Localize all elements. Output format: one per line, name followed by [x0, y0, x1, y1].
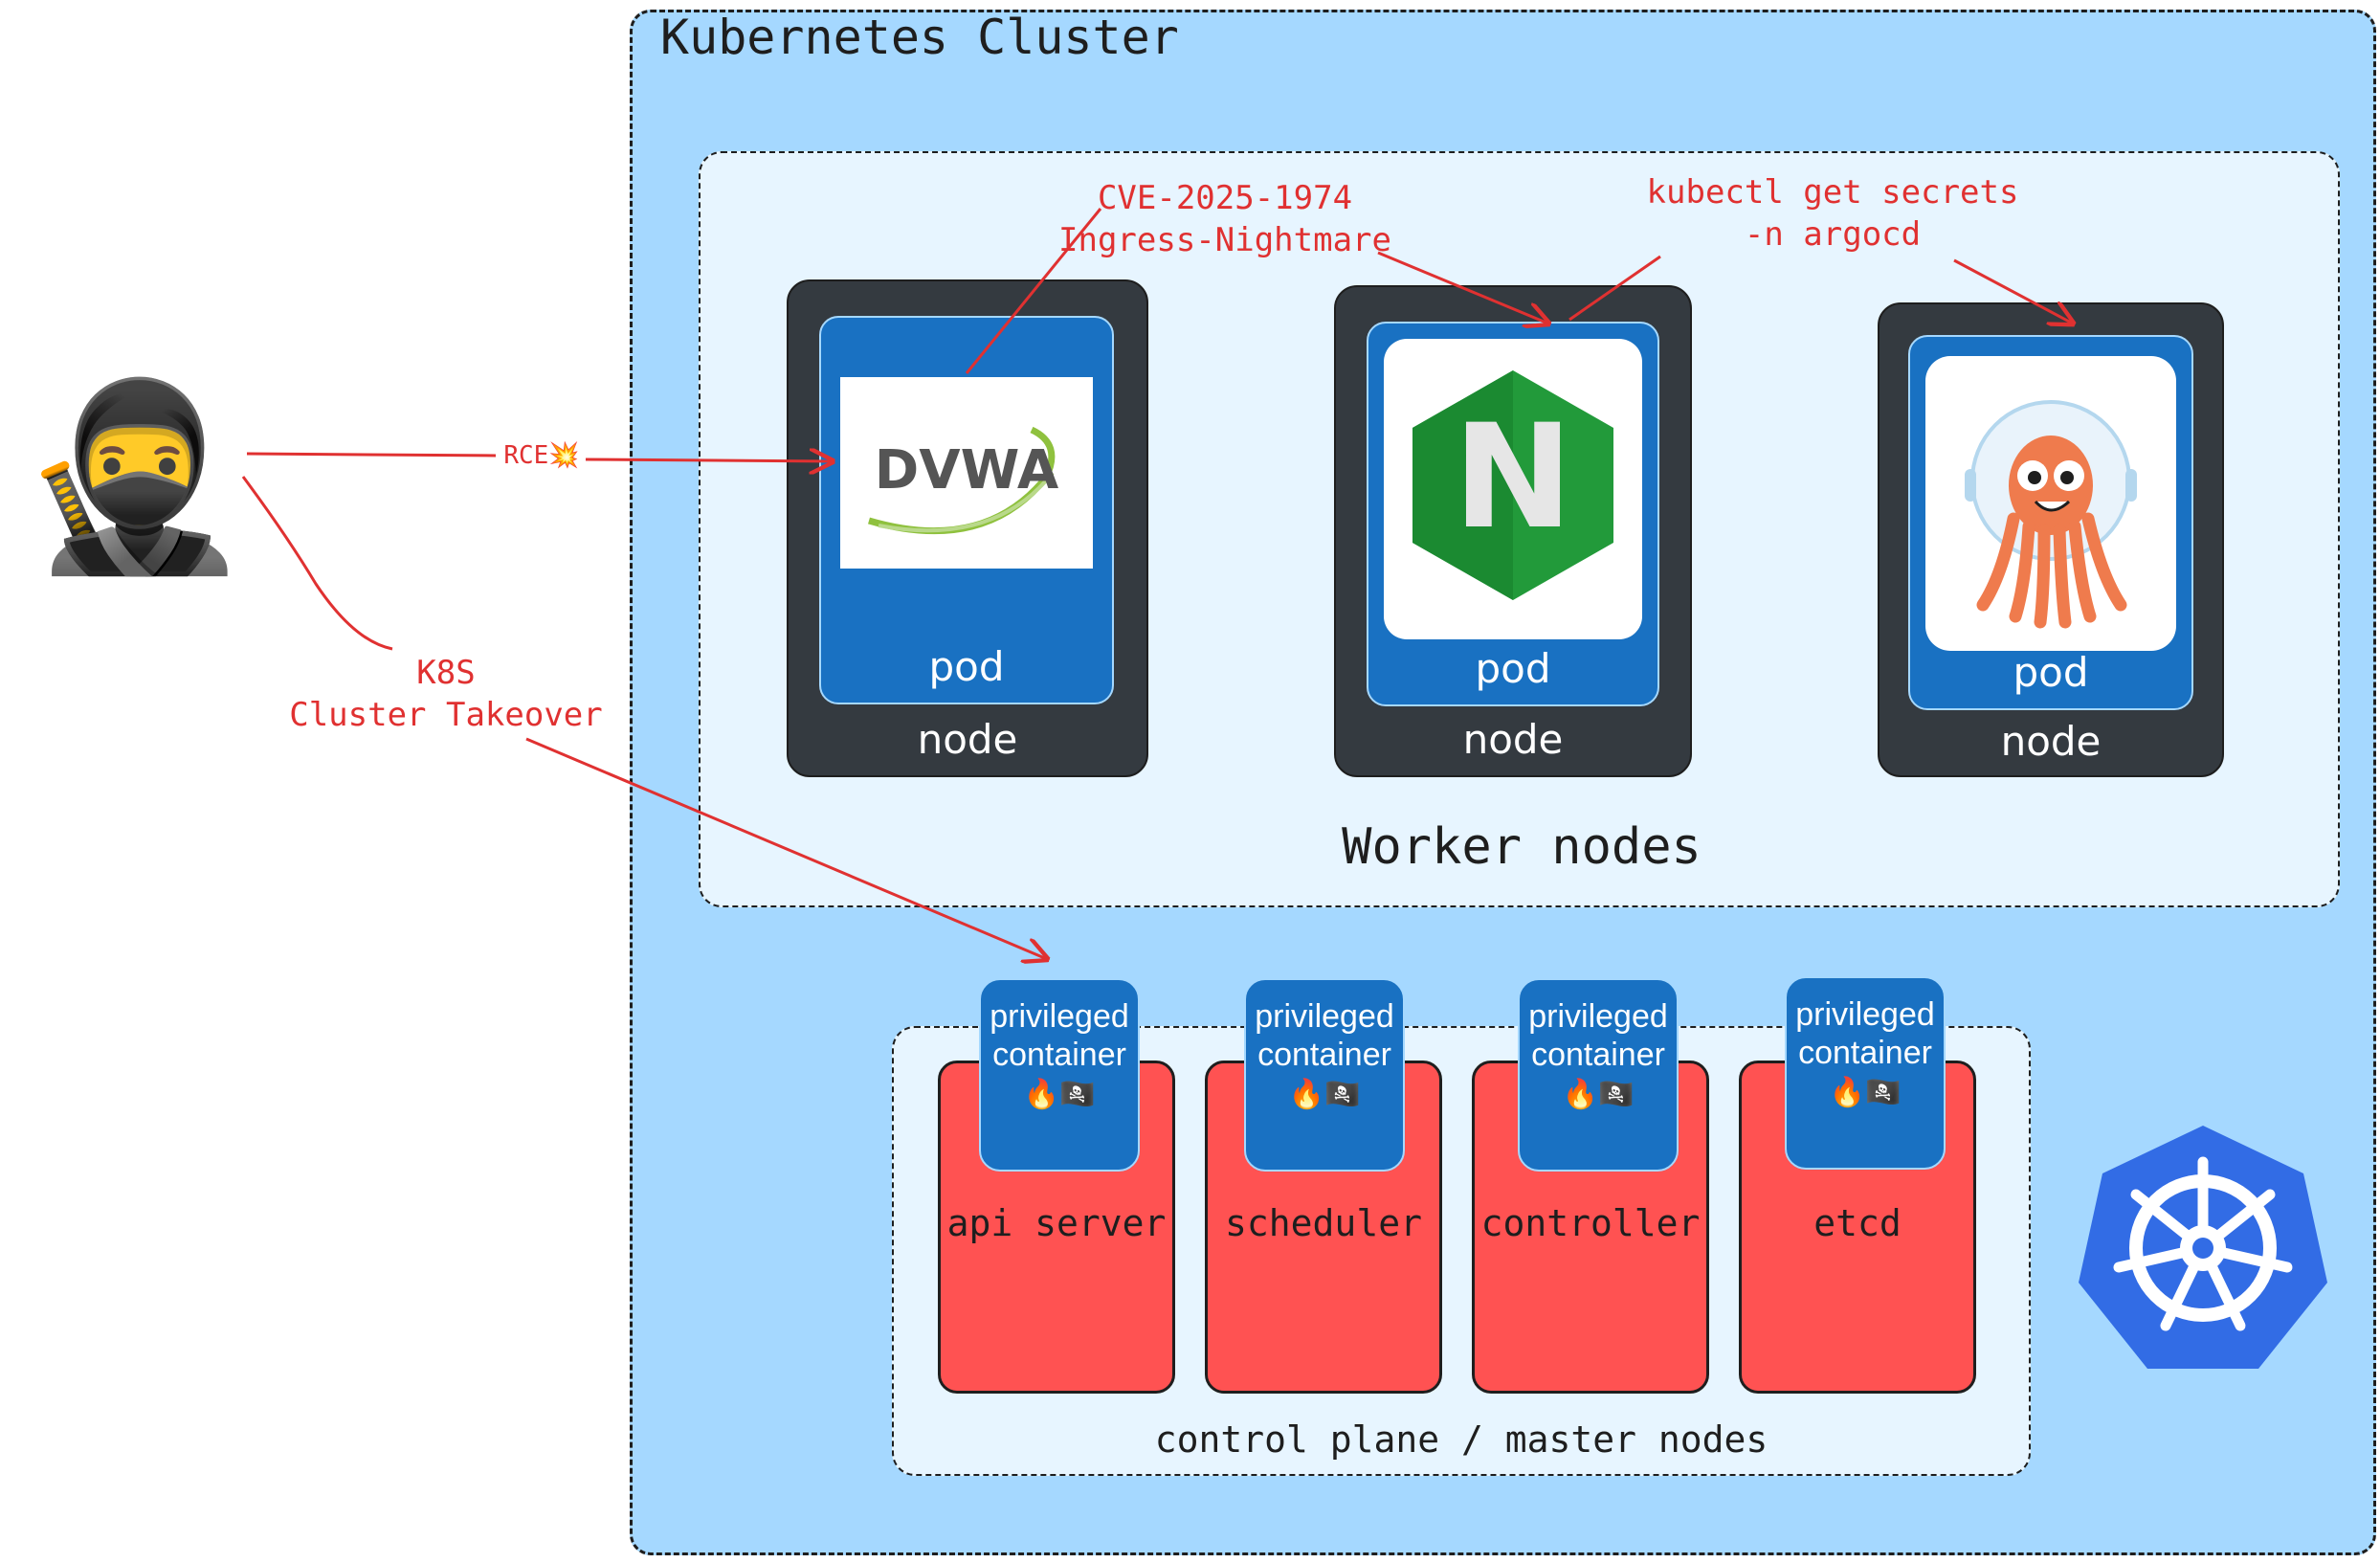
- container-text: container: [1531, 1037, 1665, 1073]
- container-text: container: [1798, 1035, 1932, 1071]
- dvwa-text: DVWA: [875, 439, 1059, 502]
- fire-pirate-icon: 🔥🏴‍☠️: [1023, 1079, 1096, 1110]
- privileged-container-4: privileged container 🔥🏴‍☠️: [1785, 976, 1946, 1170]
- kubectl-command-label: kubectl get secrets: [1646, 173, 2019, 212]
- fire-pirate-icon: 🔥🏴‍☠️: [1829, 1077, 1902, 1108]
- rce-arrow: [585, 459, 833, 461]
- fire-pirate-icon: 🔥🏴‍☠️: [1562, 1079, 1635, 1110]
- takeover-line: [241, 476, 393, 651]
- scheduler-label: scheduler: [1225, 1202, 1422, 1244]
- pod-3-label: pod: [2013, 649, 2089, 696]
- etcd-label: etcd: [1813, 1202, 1902, 1244]
- nginx-logo-box: N: [1384, 339, 1642, 639]
- cluster-title: Kubernetes Cluster: [660, 10, 1179, 65]
- node-2-label: node: [1462, 716, 1564, 763]
- node-1-label: node: [917, 716, 1018, 763]
- fire-pirate-icon: 🔥🏴‍☠️: [1288, 1079, 1361, 1110]
- dvwa-logo: DVWA: [840, 377, 1093, 569]
- argo-logo-box: [1925, 356, 2176, 651]
- k8s-label: K8S: [416, 654, 476, 692]
- api-server-label: api server: [946, 1202, 1167, 1244]
- container-text: container: [992, 1037, 1126, 1073]
- node-3-label: node: [2000, 718, 2102, 765]
- nginx-letter: N: [1453, 394, 1573, 561]
- cve-id-label: CVE-2025-1974: [1097, 179, 1353, 217]
- control-plane-label: control plane / master nodes: [1154, 1418, 1768, 1461]
- privileged-container-1: privileged container 🔥🏴‍☠️: [979, 978, 1140, 1172]
- privileged-container-3: privileged container 🔥🏴‍☠️: [1518, 978, 1679, 1172]
- nginx-logo: N: [1412, 370, 1613, 600]
- container-text: container: [1257, 1037, 1391, 1073]
- pod-2-label: pod: [1475, 645, 1551, 692]
- rce-label: RCE💥: [498, 436, 586, 475]
- privileged-container-2: privileged container 🔥🏴‍☠️: [1244, 978, 1405, 1172]
- cve-arrow: [1377, 251, 1548, 324]
- privileged-text: privileged: [1255, 998, 1394, 1035]
- pod-1-label: pod: [928, 643, 1005, 690]
- kubectl-namespace-label: -n argocd: [1744, 215, 1922, 254]
- ingress-nightmare-label: Ingress-Nightmare: [1058, 221, 1391, 259]
- cve-connector: [965, 208, 1102, 374]
- argo-octopus-logo: [1965, 400, 2137, 629]
- worker-nodes-label: Worker nodes: [1342, 818, 1702, 876]
- kubectl-connector: [1568, 255, 1661, 322]
- controller-label: controller: [1480, 1202, 1701, 1244]
- ninja-icon: 🥷: [21, 370, 248, 582]
- privileged-text: privileged: [1528, 998, 1668, 1035]
- cluster-takeover-label: Cluster Takeover: [289, 696, 603, 734]
- privileged-text: privileged: [990, 998, 1129, 1035]
- kubectl-arrow: [1953, 258, 2073, 324]
- kubernetes-logo-icon: [2079, 1126, 2327, 1369]
- takeover-arrow: [525, 737, 1047, 959]
- rce-arrow-start: [246, 452, 497, 458]
- privileged-text: privileged: [1795, 996, 1935, 1033]
